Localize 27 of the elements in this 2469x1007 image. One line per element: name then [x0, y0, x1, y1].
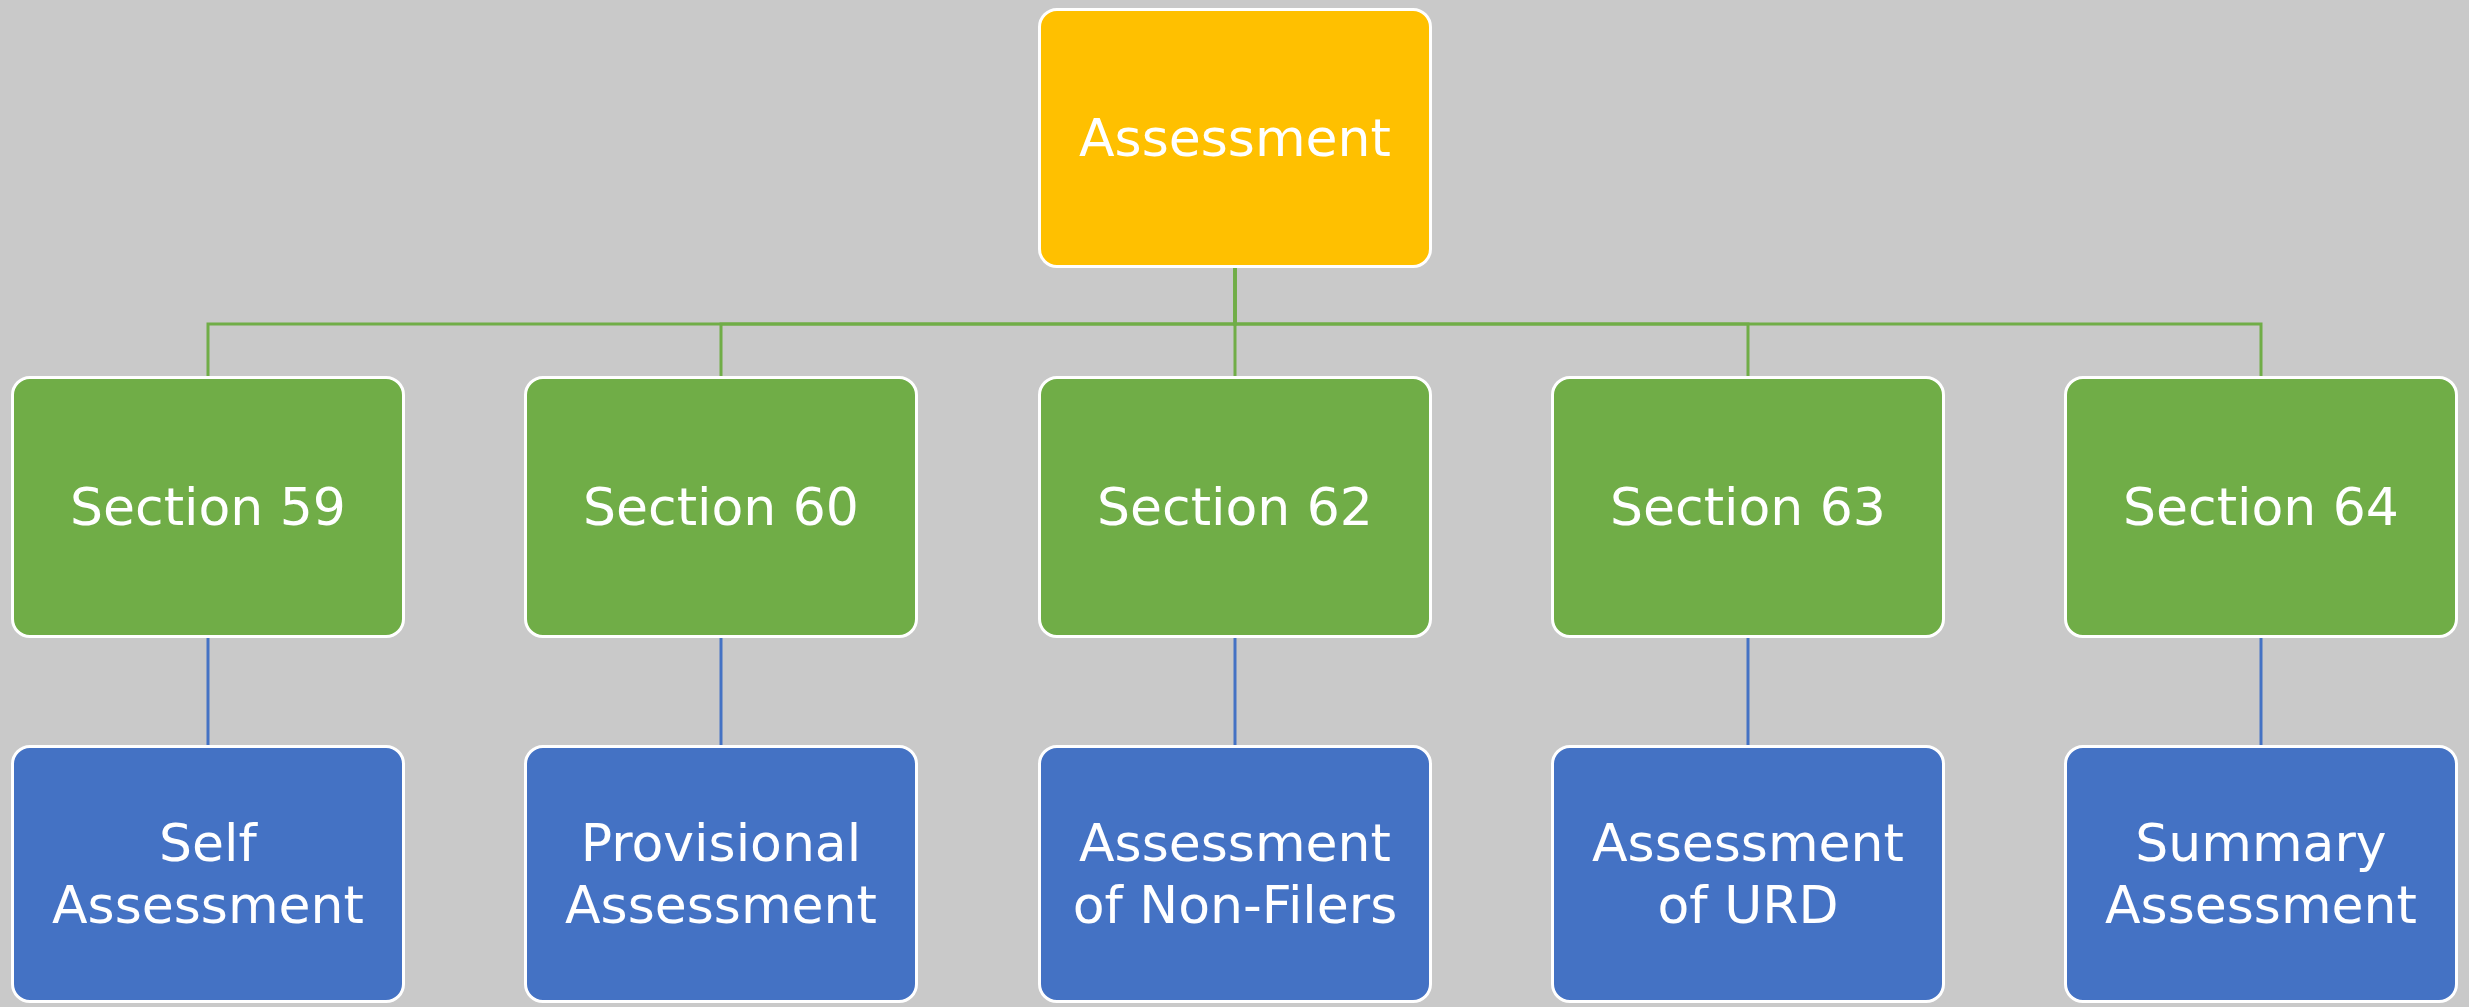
section-box [524, 376, 918, 638]
type-box [524, 745, 918, 1003]
connector-line [719, 638, 723, 745]
type-box [11, 745, 405, 1003]
root-box [1038, 8, 1432, 268]
node-label: Section 63 [1609, 475, 1887, 539]
node-label: Assessment [1078, 106, 1392, 170]
node-label: Assessment of Non-Filers [1071, 811, 1399, 937]
node-label: Section 62 [1096, 475, 1374, 539]
type-box [1038, 745, 1432, 1003]
node-label: Summary Assessment [2104, 811, 2418, 937]
section-box [11, 376, 405, 638]
connector-line [1746, 638, 1750, 745]
type-box [2064, 745, 2458, 1003]
node-label: Provisional Assessment [564, 811, 878, 937]
section-box [1551, 376, 1945, 638]
section-box [1038, 376, 1432, 638]
connector-line [1233, 638, 1237, 745]
type-box [1551, 745, 1945, 1003]
node-label: Section 59 [69, 475, 347, 539]
connector-line [2259, 638, 2263, 745]
connector-line [206, 638, 210, 745]
node-label: Section 64 [2122, 475, 2400, 539]
node-label: Section 60 [582, 475, 860, 539]
section-box [2064, 376, 2458, 638]
node-label: Assessment of URD [1591, 811, 1905, 937]
node-label: Self Assessment [51, 811, 365, 937]
